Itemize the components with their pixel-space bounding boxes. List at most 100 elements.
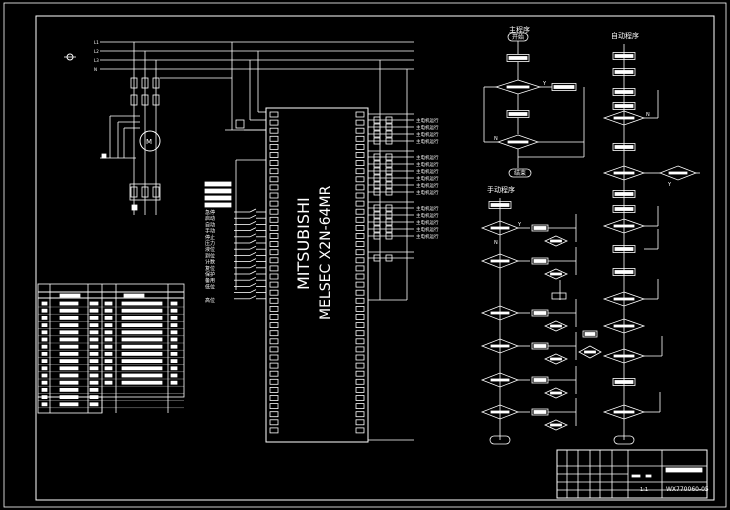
main-end-terminator (508, 168, 532, 178)
table-cell-mark (170, 366, 178, 371)
table-cell-mark (104, 323, 113, 328)
table-cell-mark (170, 351, 178, 356)
output-label: 主电机运行 (416, 168, 439, 175)
table-cell-mark (170, 323, 178, 328)
input-switch (249, 258, 257, 262)
table-cell-mark (59, 337, 79, 342)
output-label: 主电机运行 (416, 154, 439, 161)
table-cell-mark (170, 344, 178, 349)
output-label: 主电机运行 (416, 219, 439, 226)
plc-input-terminal (269, 411, 279, 418)
plc-input-terminal (269, 224, 279, 231)
input-bar (204, 195, 232, 201)
table-cell-mark (121, 344, 163, 349)
plc-input-terminal (269, 273, 279, 280)
table-cell-mark (41, 373, 48, 378)
output-contact (385, 167, 393, 175)
plc-input-terminal (269, 119, 279, 126)
drawing-number: WX770060-05 (666, 486, 709, 493)
input-label: 低位 (205, 283, 215, 290)
table-cell-mark (41, 308, 48, 313)
plc-input-terminal (269, 281, 279, 288)
input-label: 保护 (205, 271, 215, 278)
table-cell-mark (59, 402, 79, 407)
output-contact (385, 254, 393, 262)
plc-output-terminal (355, 249, 365, 256)
thermal-relay (152, 186, 160, 198)
manual-program-title: 手动程序 (487, 185, 515, 194)
plc-output-terminal (355, 143, 365, 150)
table-cell-mark (170, 380, 178, 385)
table-cell-mark (89, 402, 99, 407)
input-label: 计数 (205, 259, 215, 266)
decision-diamond (544, 235, 568, 247)
plc-output-terminal (355, 184, 365, 191)
phase-label: L1 (94, 40, 99, 45)
plc-input-terminal (269, 370, 279, 377)
output-label: 主电机运行 (416, 124, 439, 131)
plc-output-terminal (355, 152, 365, 158)
manual-terminator (489, 435, 511, 445)
plc-input-terminal (269, 152, 279, 158)
process-text-bar (533, 259, 547, 263)
table-cell-mark (104, 380, 113, 385)
table-cell-mark (170, 330, 178, 335)
process-box (506, 54, 530, 62)
plc-output-circuit: 主电机运行主电机运行主电机运行主电机运行主电机运行主电机运行主电机运行主电机运行… (368, 108, 439, 441)
table-cell-mark (41, 323, 48, 328)
table-cell-mark (104, 351, 113, 356)
io-assignment-table (37, 283, 185, 414)
plc-input-terminal (269, 297, 279, 304)
io-table-outer (37, 283, 185, 398)
table-cell-mark (121, 323, 163, 328)
output-label: 主电机运行 (416, 226, 439, 233)
contactor-contact (141, 94, 149, 106)
output-contact (385, 153, 393, 161)
table-cell-mark (121, 366, 163, 371)
plc-output-terminal (355, 403, 365, 410)
main-program-title: 主程序 (509, 25, 530, 34)
table-cell-mark (121, 315, 163, 320)
title-mark (631, 474, 641, 478)
plc-input-terminal (269, 249, 279, 256)
plc-output-terminal (355, 419, 365, 426)
table-cell-mark (41, 351, 48, 356)
table-cell-mark (104, 330, 113, 335)
input-switch (249, 245, 257, 250)
contactor-contact (152, 94, 160, 106)
decision-text-bar (507, 140, 529, 144)
table-cell-mark (59, 373, 79, 378)
process-text-bar (508, 56, 528, 60)
plc-output-terminal (355, 314, 365, 320)
table-cell-mark (121, 359, 163, 364)
input-label: 液位 (205, 246, 215, 253)
output-contact (385, 232, 393, 240)
table-cell-mark (59, 344, 79, 349)
plc-output-terminal (355, 160, 365, 167)
table-cell-mark (41, 380, 48, 385)
input-label: 高位 (205, 297, 215, 304)
main-end-terminator-label: 结束 (514, 169, 526, 177)
decision-diamond (544, 320, 568, 332)
plc-output-terminal (355, 224, 365, 231)
process-text-bar (533, 378, 547, 382)
plc-output-terminal (355, 289, 365, 296)
output-label: 主电机运行 (416, 175, 439, 182)
output-label: 主电机运行 (416, 212, 439, 219)
plc-output-terminal (355, 168, 365, 175)
input-label: 压力 (205, 240, 215, 247)
plc-output-terminal (355, 265, 365, 272)
input-label: 启动 (205, 215, 215, 222)
plc-input-terminal (269, 127, 279, 134)
plc-output-terminal (355, 338, 365, 345)
process-text-bar (533, 311, 547, 315)
plc-output-terminal (355, 322, 365, 329)
input-switch (249, 239, 257, 244)
input-label: 手动 (205, 228, 215, 235)
output-contact (385, 211, 393, 219)
plc-output-terminal (355, 305, 365, 312)
input-label: 复位 (205, 265, 215, 272)
process-box (551, 292, 567, 300)
plc-input-terminal (269, 233, 279, 239)
table-cell-mark (121, 380, 163, 385)
